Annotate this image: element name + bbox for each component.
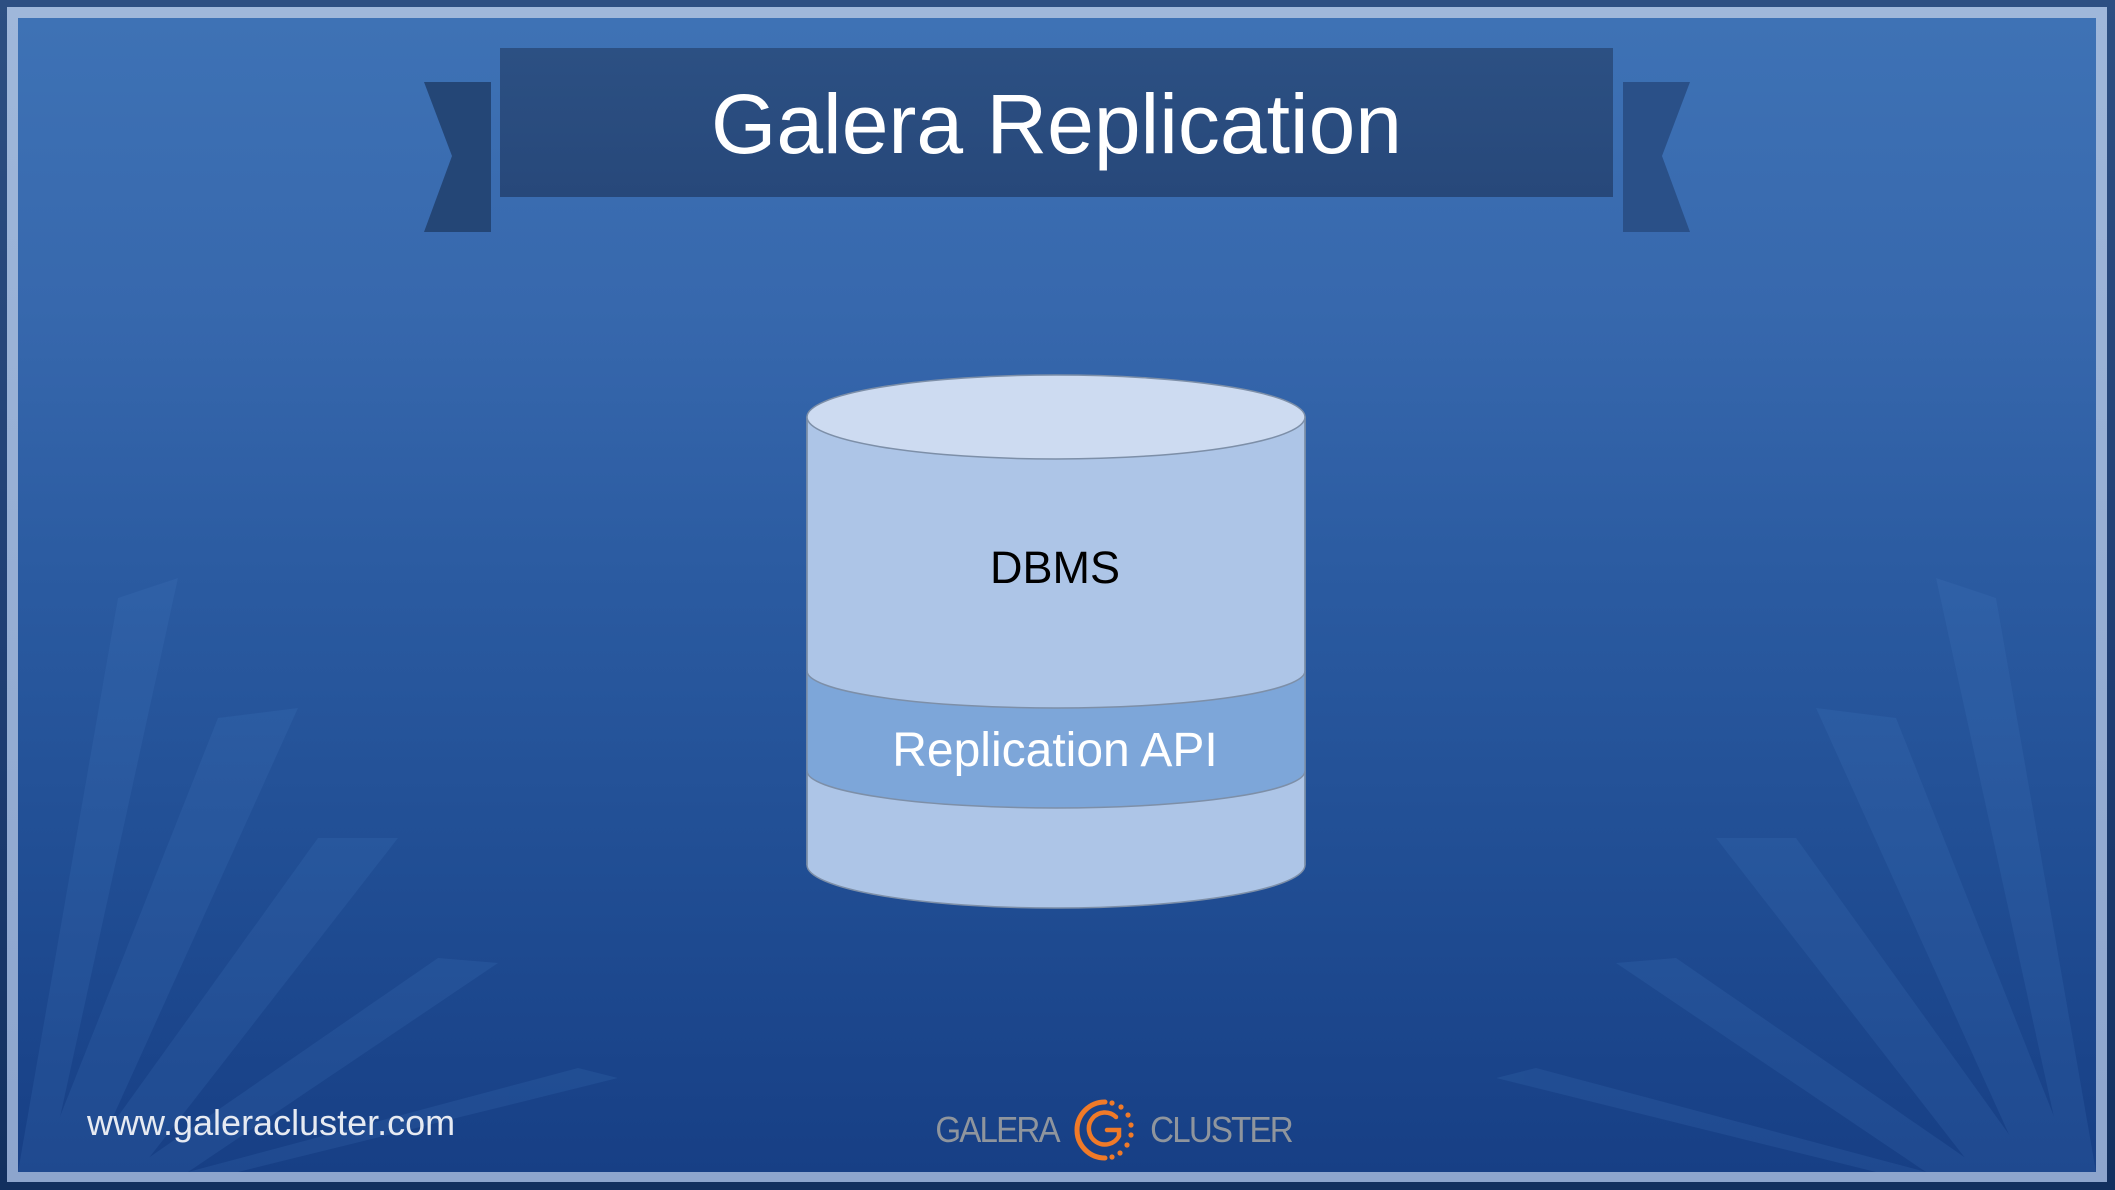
slide-canvas: Galera Replication DBMS Replication API …: [18, 18, 2096, 1172]
banner-flag-right: [1623, 82, 1690, 232]
dbms-layer-label: DBMS: [989, 542, 1120, 593]
logo-text-galera: GALERA: [935, 1109, 1060, 1150]
banner-flag-left: [424, 82, 491, 232]
replication-api-layer-label: Replication API: [892, 724, 1218, 777]
website-url: www.galeracluster.com: [87, 1102, 456, 1143]
database-cylinder: [806, 374, 1306, 909]
galera-g-icon: [1074, 1099, 1134, 1161]
galera-cluster-logo: GALERA CLUSTER: [930, 1095, 1298, 1165]
background-rays: [18, 578, 2096, 1172]
logo-text-cluster: CLUSTER: [1150, 1109, 1294, 1150]
title-banner: Galera Replication: [500, 48, 1613, 197]
slide-title: Galera Replication: [710, 76, 1403, 171]
